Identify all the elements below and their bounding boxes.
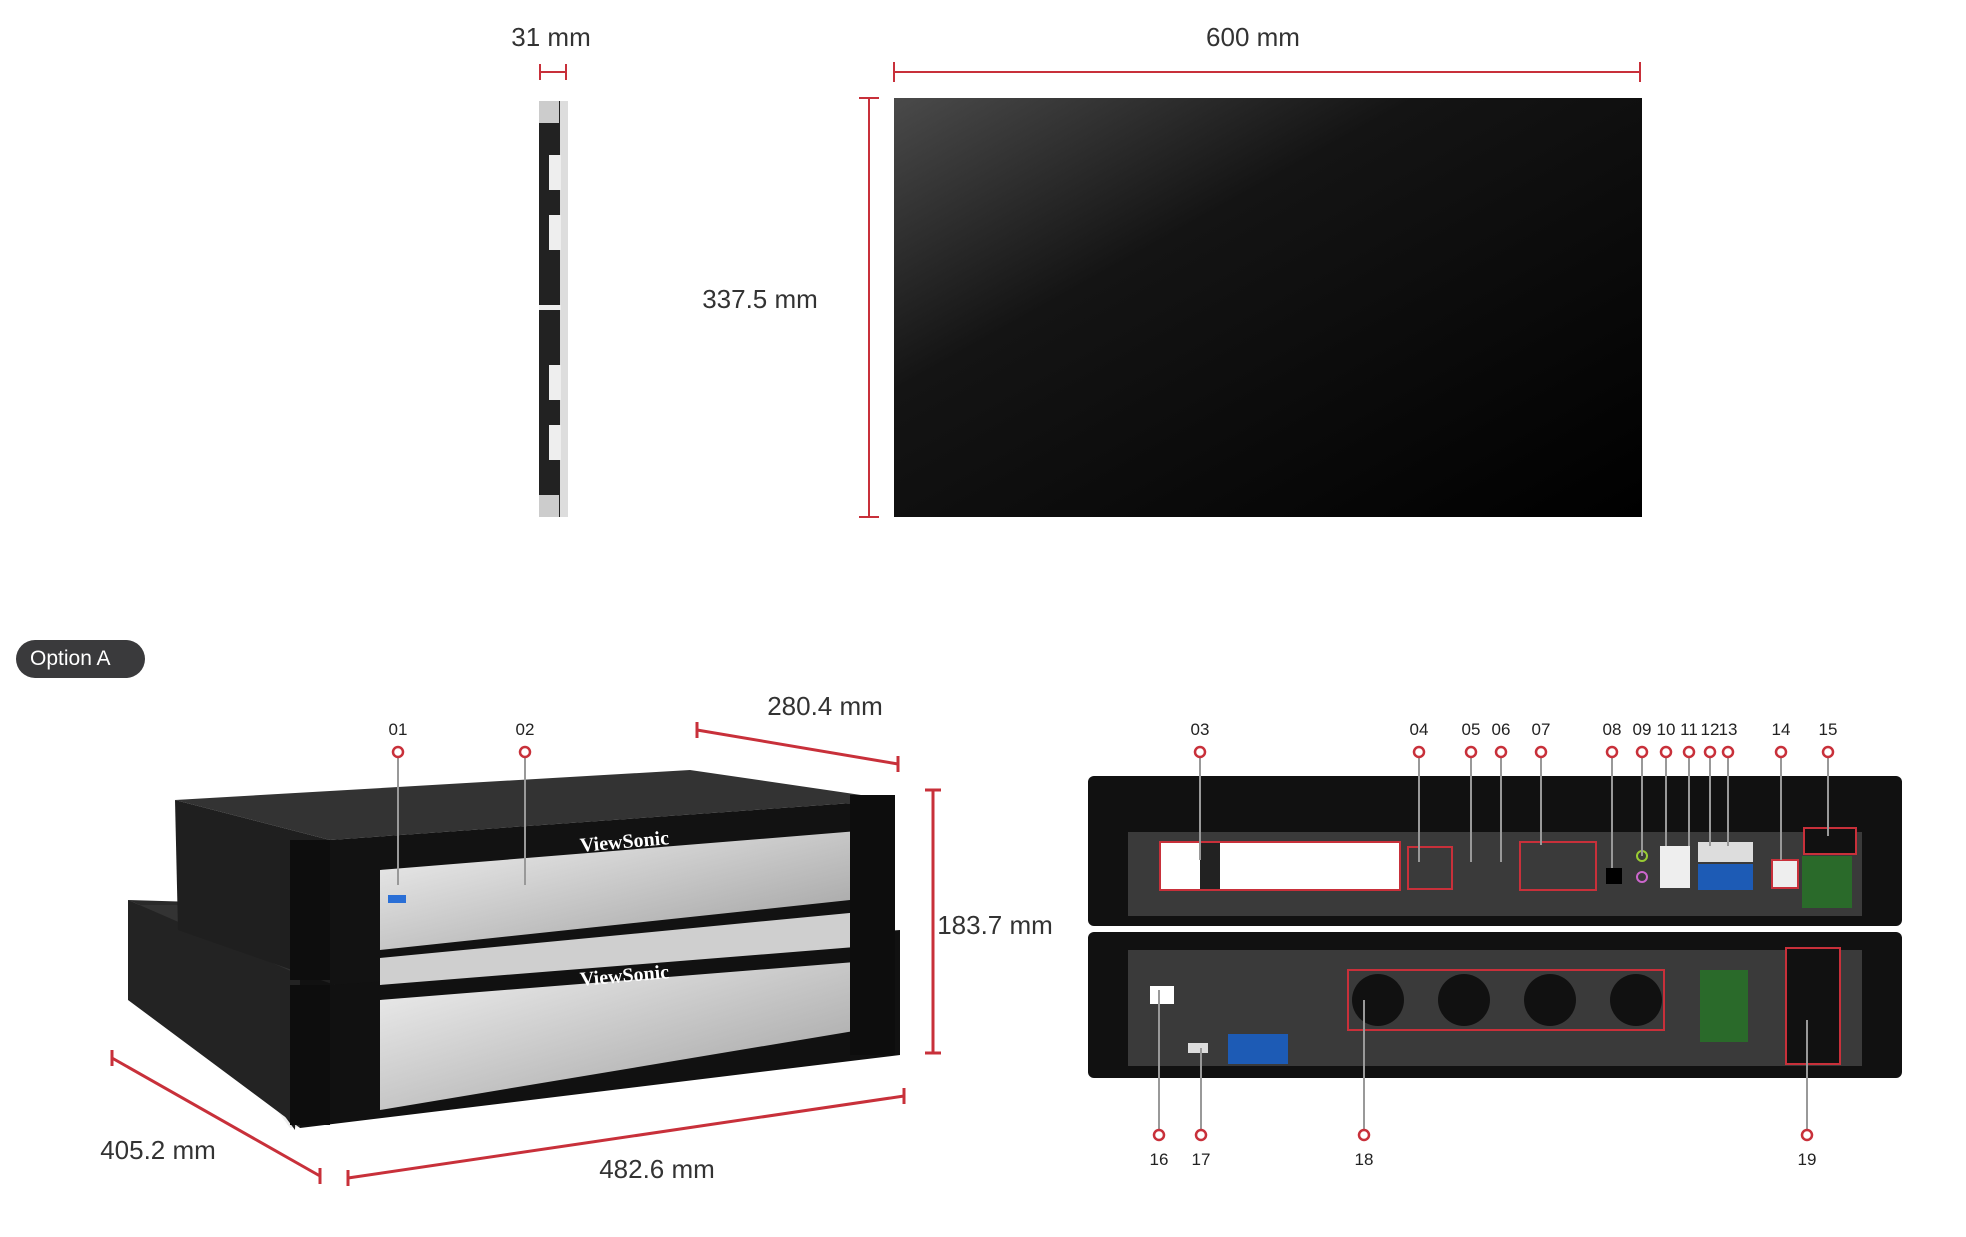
callout-number: 19: [1798, 1150, 1817, 1169]
callout-number: 16: [1150, 1150, 1169, 1169]
callout-marker: [1357, 1128, 1371, 1142]
callout-marker: [1682, 745, 1696, 759]
callout-number: 09: [1633, 720, 1652, 739]
callout-marker: [1635, 745, 1649, 759]
callout-marker: [1800, 1128, 1814, 1142]
callout-number: 07: [1532, 720, 1551, 739]
panel-depth-dimension-line: [539, 64, 567, 80]
controller-height-label: 183.7 mm: [937, 910, 1053, 940]
panel-width-label: 600 mm: [1206, 22, 1300, 52]
callout-marker: [1703, 745, 1717, 759]
callout-marker: [1412, 745, 1426, 759]
callout-marker: [391, 745, 405, 759]
callout-number: 02: [516, 720, 535, 739]
callout-number: 08: [1603, 720, 1622, 739]
callout-marker: [1605, 745, 1619, 759]
panel-height-dimension-line: [859, 97, 879, 518]
controller-depth-line: [110, 1050, 322, 1184]
controller-top-depth-line: [695, 722, 900, 772]
controller-depth-label: 405.2 mm: [100, 1135, 216, 1165]
callout-number: 11: [1680, 720, 1698, 739]
callout-number: 15: [1819, 720, 1838, 739]
callout-marker: [1774, 745, 1788, 759]
callout-number: 03: [1191, 720, 1210, 739]
callout-marker: [1194, 1128, 1208, 1142]
callout-marker: [1152, 1128, 1166, 1142]
callout-number: 04: [1410, 720, 1429, 739]
panel-depth-label: 31 mm: [511, 22, 590, 52]
callout-number: 18: [1355, 1150, 1374, 1169]
callout-number: 05: [1462, 720, 1481, 739]
callout-number: 01: [389, 720, 408, 739]
controller-stack-image: [128, 770, 900, 1130]
callout-number: 13: [1719, 720, 1738, 739]
callout-marker: [1721, 745, 1735, 759]
controller-width-line: [346, 1088, 906, 1186]
callout-number: 10: [1657, 720, 1676, 739]
callout-marker: [518, 745, 532, 759]
callout-marker: [1464, 745, 1478, 759]
controller-width-label: 482.6 mm: [599, 1154, 715, 1184]
callout-number: 17: [1192, 1150, 1211, 1169]
callout-marker: [1821, 745, 1835, 759]
panel-side-profile: [539, 101, 568, 517]
callout-marker: [1494, 745, 1508, 759]
controller-top-depth-label: 280.4 mm: [767, 691, 883, 721]
callout-number: 06: [1492, 720, 1511, 739]
callout-marker: [1534, 745, 1548, 759]
controller-height-line: [925, 788, 941, 1055]
controller-rear-view: [1088, 776, 1902, 1078]
panel-height-label: 337.5 mm: [702, 284, 818, 314]
callout-number: 12: [1701, 720, 1720, 739]
option-a-badge: Option A: [16, 640, 145, 678]
callout-marker: [1659, 745, 1673, 759]
panel-width-dimension-line: [893, 62, 1641, 82]
led-panel-front: [894, 98, 1642, 517]
callout-marker: [1193, 745, 1207, 759]
callout-number: 14: [1772, 720, 1791, 739]
